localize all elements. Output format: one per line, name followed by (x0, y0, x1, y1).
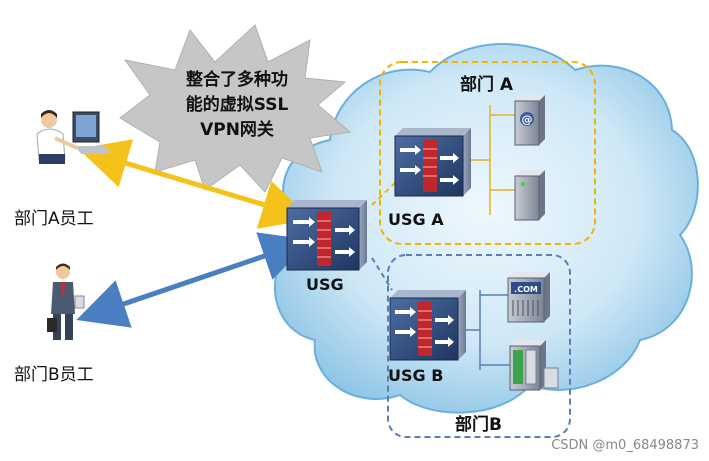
callout-line-2: 能的虚拟SSL (185, 95, 289, 115)
mail-server-icon: @ (514, 95, 545, 146)
server-icon (514, 170, 545, 221)
usg-b-firewall-icon (389, 290, 466, 361)
web-server-icon: .COM (507, 272, 550, 323)
dept-a-label: 部门 A (460, 75, 514, 95)
watermark-text: CSDN @m0_68498873 (551, 438, 699, 453)
dept-a-boundary (379, 61, 596, 245)
callout-line-1: 整合了多种功 (186, 70, 288, 90)
callout-line-3: VPN网关 (200, 120, 274, 140)
employee-a-icon (36, 110, 111, 164)
usg-firewall-icon (286, 200, 367, 271)
usg-b-label: USG B (388, 366, 444, 385)
employee-b-icon (47, 263, 85, 340)
employee-b-label: 部门B员工 (14, 365, 94, 385)
tunnel-arrow-b (76, 232, 312, 328)
employee-a-label: 部门A员工 (14, 209, 94, 229)
dept-b-boundary (387, 254, 571, 438)
gateway-callout-text: 整合了多种功 能的虚拟SSL VPN网关 (152, 68, 322, 143)
usg-a-firewall-icon (394, 128, 471, 197)
tunnel-arrow-a (78, 139, 312, 229)
dept-b-label: 部门B (455, 415, 502, 435)
storage-server-icon (509, 340, 559, 391)
usg-a-label: USG A (388, 210, 444, 229)
mail-server-symbol: @ (522, 113, 533, 126)
link-usg-usga (371, 179, 399, 206)
link-usg-usgb (371, 257, 393, 291)
web-server-label: .COM (514, 285, 538, 294)
usg-label: USG (306, 275, 344, 294)
dept-b-wiring (460, 290, 510, 370)
